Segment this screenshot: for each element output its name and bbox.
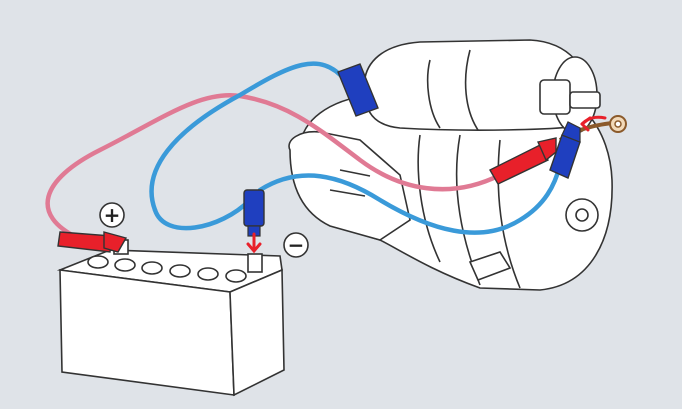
end-bolt-center [576,209,588,221]
red-clip [58,232,126,252]
positive-label: + [104,203,121,227]
negative-label: − [288,233,305,257]
solenoid-terminal-block [540,80,570,114]
positive-symbol: + [100,203,124,227]
negative-cable-a-return [155,200,250,228]
battery-side [230,270,284,395]
solenoid-bolt [570,92,600,108]
negative-symbol: − [284,233,308,257]
battery [60,240,284,395]
blue-clip-battery [244,190,264,236]
battery-front [60,270,234,395]
battery-negative-post [248,254,262,272]
